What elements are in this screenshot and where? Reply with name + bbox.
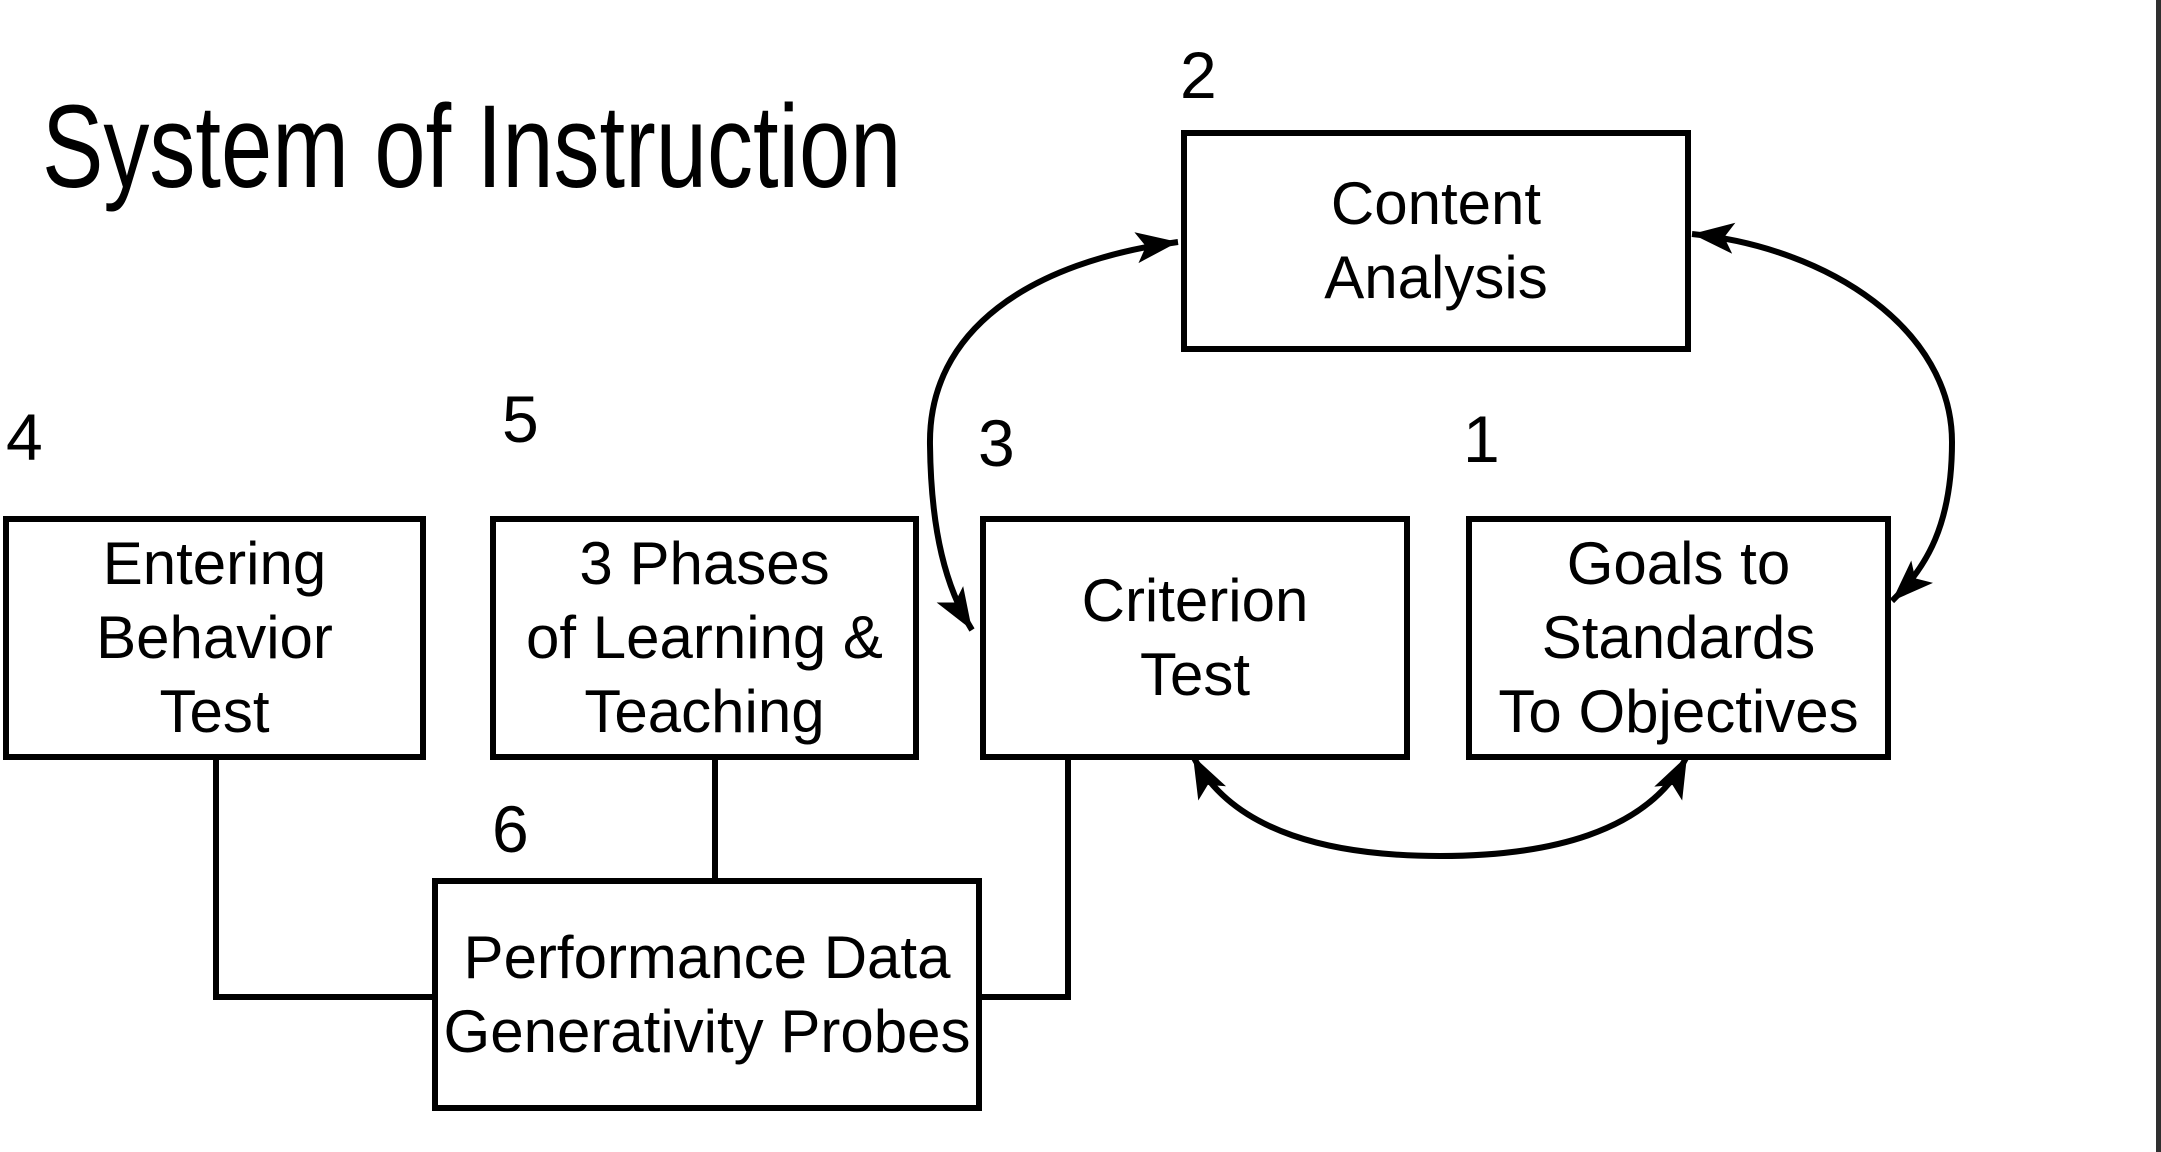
box-entering-behavior-test: Entering Behavior Test [3, 516, 426, 760]
arrow-criterion-goals [1190, 754, 1690, 860]
box-text-line: Criterion [1081, 567, 1309, 634]
step-number-criterion: 3 [978, 406, 1015, 480]
box-text-line: 3 Phases [579, 530, 830, 597]
box-text-line: Teaching [584, 678, 825, 745]
screen-right-edge-bar [2156, 0, 2161, 1152]
box-text-line: Standards [1541, 604, 1816, 671]
box-goals-standards-objectives: Goals to Standards To Objectives [1466, 516, 1891, 760]
connector-entering-to-performance [213, 756, 434, 1000]
box-text-line: Analysis [1324, 244, 1548, 311]
box-three-phases: 3 Phases of Learning & Teaching [490, 516, 919, 760]
box-content-analysis: Content Analysis [1181, 130, 1691, 352]
box-text-line: Test [1139, 641, 1251, 708]
step-number-performance: 6 [492, 792, 529, 866]
box-text-line: Behavior [96, 604, 333, 671]
box-text-line: Content [1330, 170, 1542, 237]
step-number-content-analysis: 2 [1180, 38, 1217, 112]
box-text-line: To Objectives [1498, 678, 1859, 745]
box-performance-data: Performance Data Generativity Probes [432, 878, 982, 1111]
step-number-phases: 5 [502, 382, 539, 456]
box-text-line: Performance Data [463, 923, 951, 991]
box-criterion-test: Criterion Test [980, 516, 1410, 760]
box-text-line: of Learning & [526, 604, 883, 671]
step-number-goals: 1 [1463, 402, 1500, 476]
box-text-line: Generativity Probes [443, 997, 971, 1065]
box-text-line: Test [159, 678, 270, 745]
step-number-entering: 4 [6, 400, 43, 474]
connector-criterion-to-performance [980, 756, 1071, 1000]
page-title: System of Instruction [42, 81, 902, 213]
box-text-line: Goals to [1566, 530, 1791, 597]
box-text-line: Entering [102, 530, 327, 597]
